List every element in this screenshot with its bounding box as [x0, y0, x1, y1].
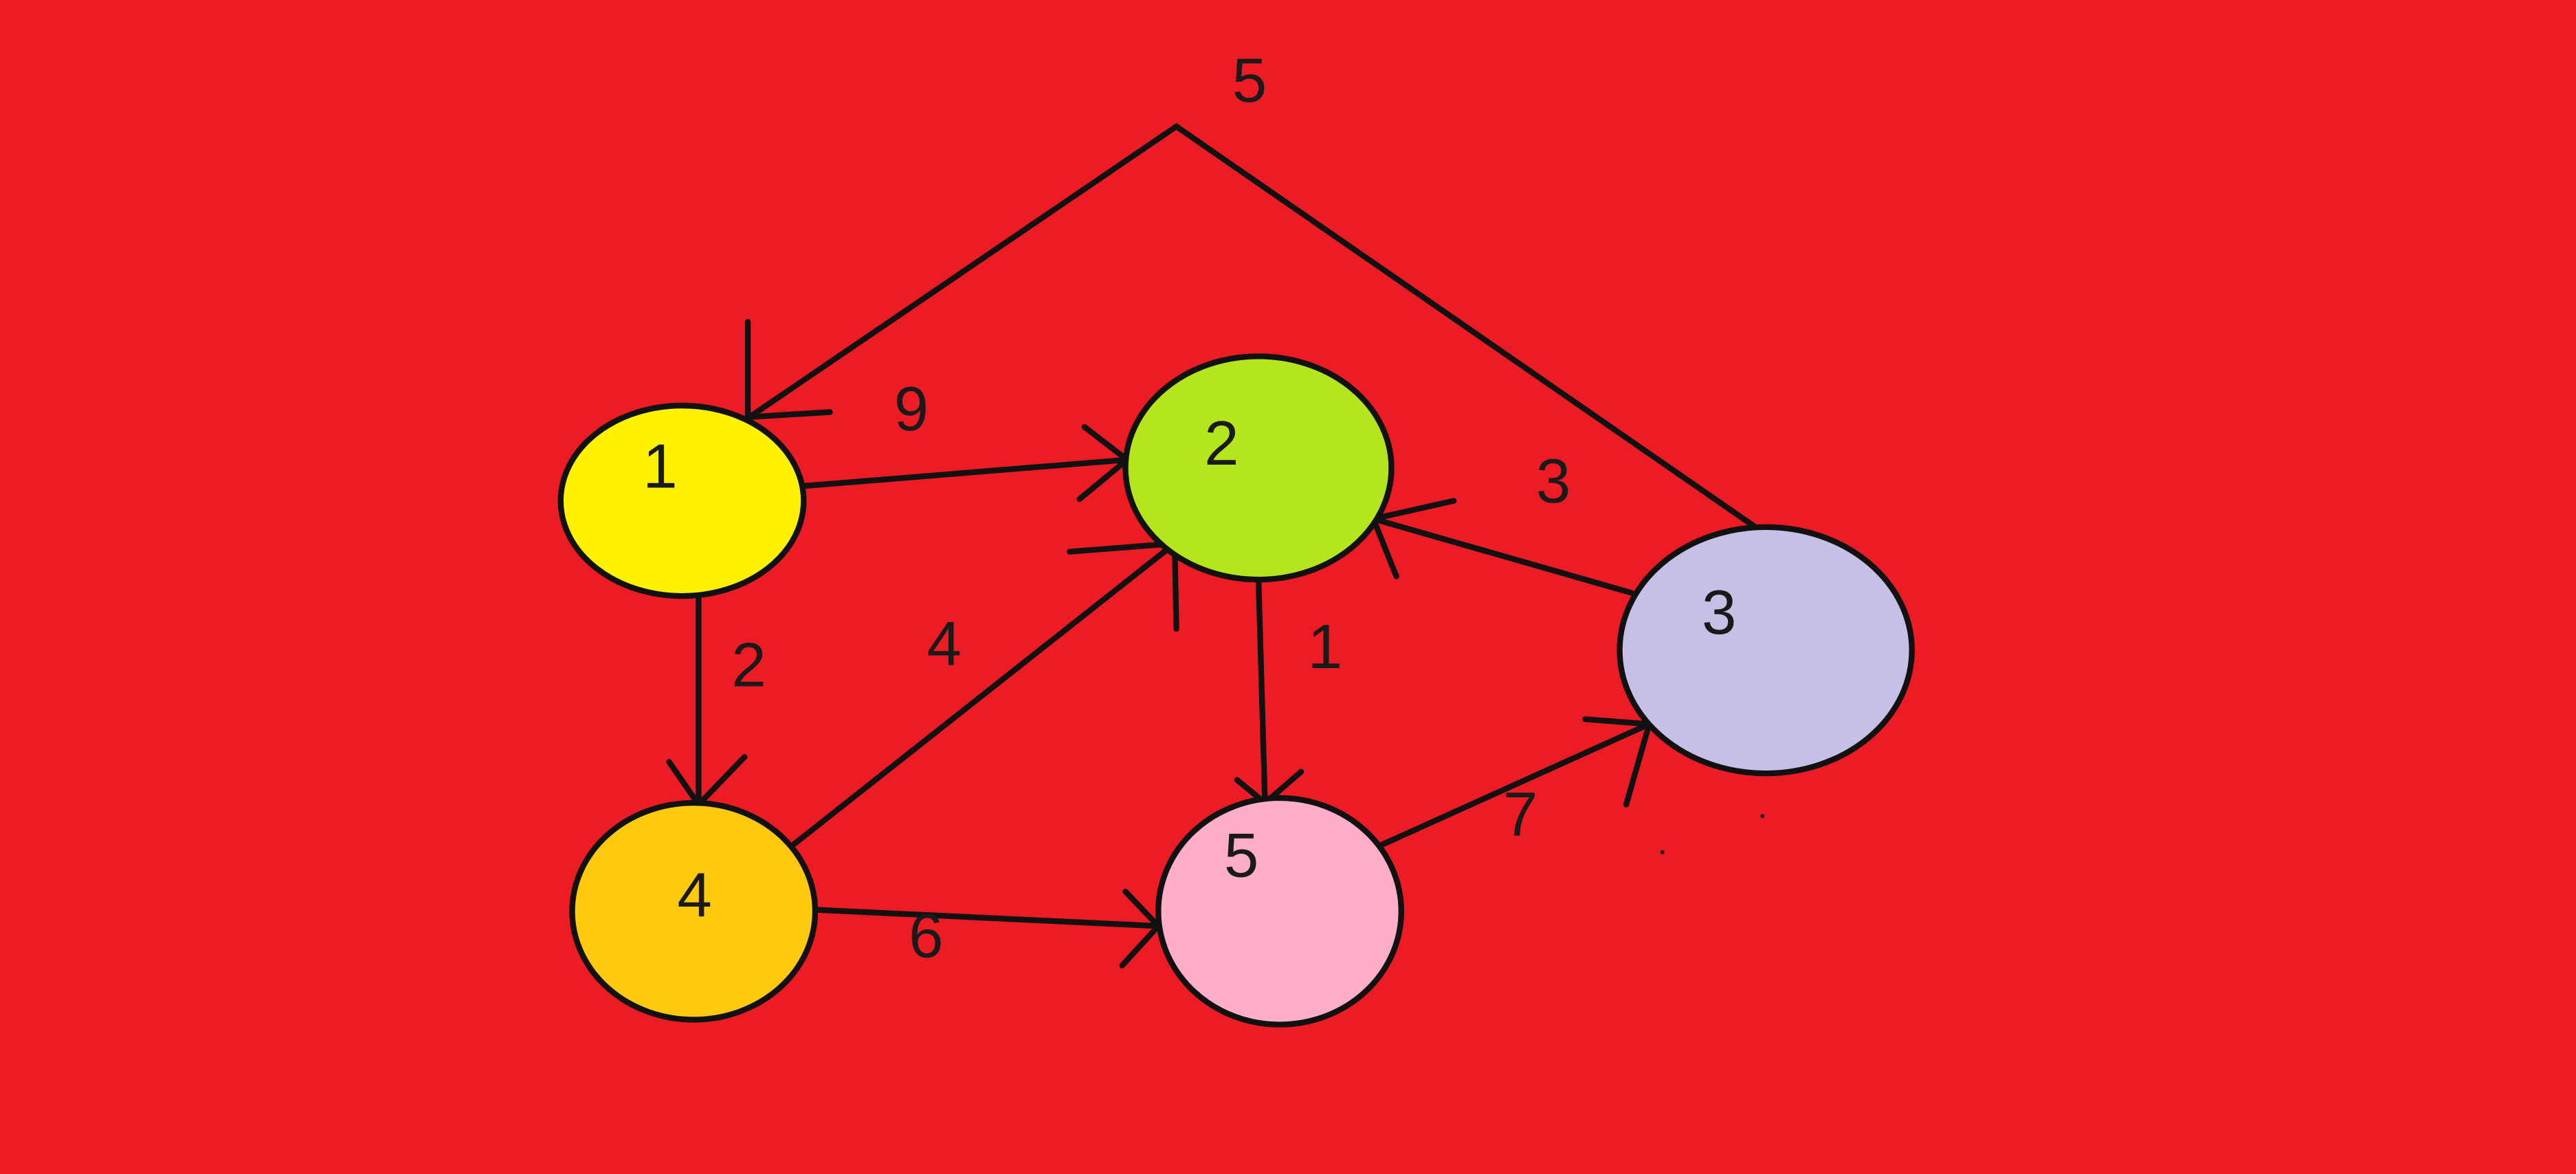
node-3-label: 3: [1702, 578, 1736, 647]
edge-weight: 4: [926, 609, 961, 678]
node-3[interactable]: 3: [1617, 524, 1915, 777]
edge-weight: 7: [1503, 780, 1537, 850]
edge-1-to-4: 2: [666, 592, 766, 810]
edge-4-to-5: 6: [810, 888, 1163, 971]
stray-dot: [1760, 814, 1765, 819]
node-5[interactable]: 5: [1155, 795, 1405, 1028]
arrowhead: [1119, 888, 1163, 968]
edge-3-to-2: 3: [1369, 447, 1634, 596]
arrowhead: [744, 319, 833, 421]
arrowhead: [1582, 716, 1653, 808]
node-1[interactable]: 1: [557, 402, 807, 599]
node-1-label: 1: [643, 432, 677, 501]
node-4-label: 4: [677, 861, 711, 930]
edges: 5 9 2 4 1 3: [666, 46, 1766, 971]
edge-1-to-2: 9: [801, 375, 1132, 502]
node-2-label: 2: [1204, 409, 1239, 478]
edge-weight: 3: [1536, 447, 1570, 516]
node-3-shape: [1617, 524, 1915, 777]
node-5-shape: [1155, 795, 1405, 1028]
node-2-shape: [1122, 353, 1395, 583]
nodes: 1 2 3 4 5: [557, 353, 1915, 1028]
edge-3-to-1: 5: [744, 46, 1766, 535]
edge-weight: 6: [909, 902, 943, 971]
edge-weight: 2: [731, 631, 766, 700]
node-1-shape: [557, 402, 807, 599]
node-4[interactable]: 4: [569, 799, 819, 1023]
node-4-shape: [569, 799, 819, 1023]
node-5-label: 5: [1224, 821, 1258, 891]
edge-2-to-5: 1: [1234, 575, 1342, 807]
edge-weight: 9: [894, 375, 929, 444]
edge-4-to-2: 4: [789, 540, 1179, 849]
edge-weight: 1: [1308, 612, 1342, 682]
stray-dot: [1660, 850, 1665, 854]
edge-weight: 5: [1232, 46, 1267, 115]
node-2[interactable]: 2: [1122, 353, 1395, 583]
arrowhead: [666, 754, 748, 810]
edge-5-to-3: 7: [1377, 716, 1653, 850]
